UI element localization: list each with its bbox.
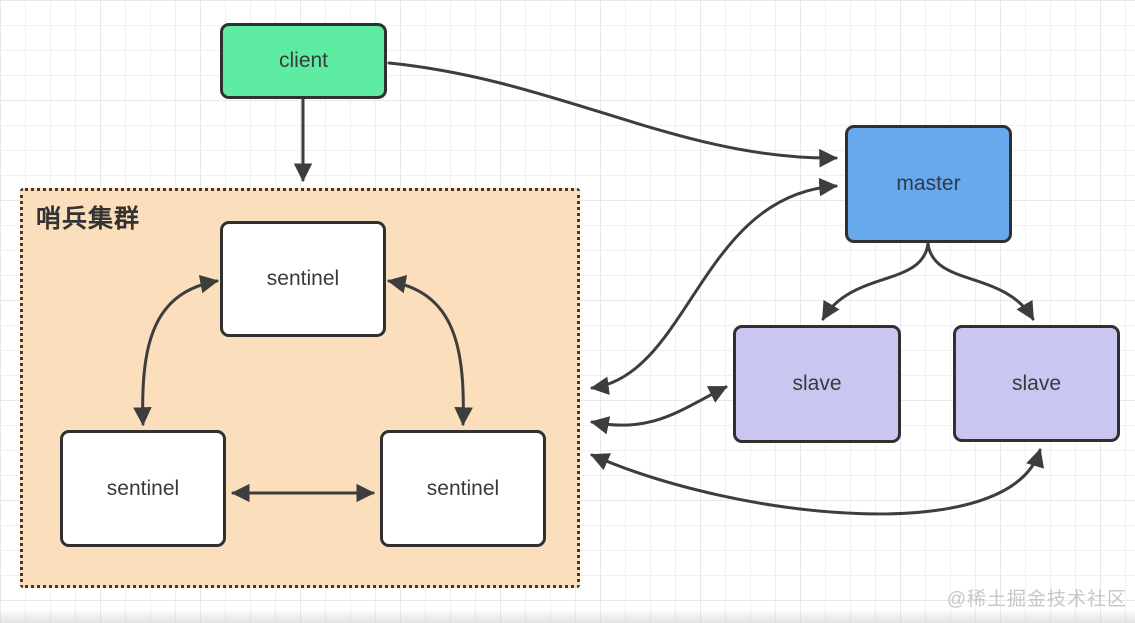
watermark-text: @稀土掘金技术社区 xyxy=(946,589,1127,610)
node-master: master xyxy=(845,125,1012,243)
node-sentinel-bottom-left-label: sentinel xyxy=(106,476,180,500)
node-sentinel-top: sentinel xyxy=(220,221,386,337)
edge-master-to-slave-right xyxy=(926,242,1035,321)
node-sentinel-bottom-right: sentinel xyxy=(380,430,546,547)
node-slave-left: slave xyxy=(733,325,901,443)
edge-cluster-to-master xyxy=(590,177,838,395)
node-master-label: master xyxy=(896,172,961,195)
edge-sentinel-top-to-bottom-right xyxy=(387,274,473,426)
edge-cluster-to-slave-left xyxy=(590,385,728,435)
edge-sentinel-top-to-bottom-left xyxy=(133,274,219,426)
edge-client-to-master xyxy=(387,61,838,168)
node-sentinel-bottom-right-label: sentinel xyxy=(426,476,500,500)
node-slave-right-label: slave xyxy=(1011,371,1062,395)
edge-cluster-to-slave-right xyxy=(590,448,1044,516)
node-slave-right: slave xyxy=(953,325,1120,442)
node-sentinel-top-label: sentinel xyxy=(266,267,340,290)
node-slave-left-label: slave xyxy=(792,372,842,395)
edge-master-to-slave-left xyxy=(821,242,930,321)
node-client-label: client xyxy=(278,49,329,72)
sentinel-cluster-label: 哨兵集群 xyxy=(36,205,141,233)
node-client: client xyxy=(220,23,387,99)
bottom-fade-strip xyxy=(0,609,1135,623)
node-sentinel-bottom-left: sentinel xyxy=(60,430,226,547)
